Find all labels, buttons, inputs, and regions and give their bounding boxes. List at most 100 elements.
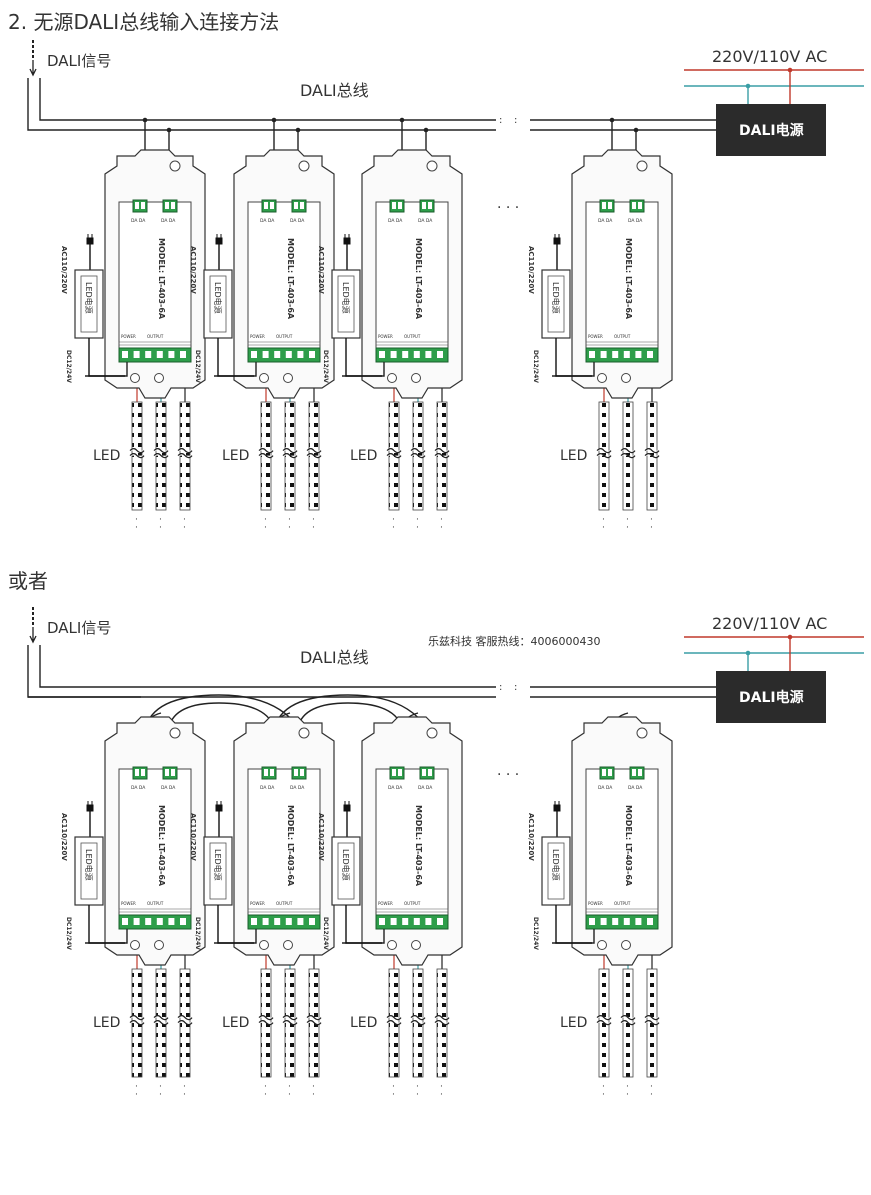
strip-continues: · (392, 1082, 395, 1092)
bus-continues: : (514, 682, 517, 693)
dali-bus-line (39, 78, 496, 121)
model-label: MODEL: LT-403-6A (157, 238, 166, 320)
strip-break (620, 1020, 636, 1026)
strip-break (434, 448, 450, 454)
signal-dots (32, 617, 34, 620)
terminal-marks: DA DA (131, 218, 146, 224)
plug-icon (343, 801, 351, 812)
terminal-screw (638, 202, 642, 209)
terminal-screw (168, 918, 175, 925)
controller-face (585, 768, 659, 926)
tag-frame (375, 341, 449, 346)
dali-signal-label: DALI信号 (47, 619, 111, 637)
dc-cable (345, 905, 382, 944)
signal-dots (32, 45, 34, 48)
controller-face (118, 768, 192, 926)
terminal-screw (141, 769, 145, 776)
terminal-screw (309, 351, 315, 358)
strip-continues: · (392, 523, 395, 533)
strip-break (306, 448, 322, 454)
strip-break (644, 1015, 660, 1021)
strip-break (153, 1015, 169, 1021)
strip-continues: · (602, 523, 605, 533)
strip-break (644, 448, 660, 454)
terminal-screw (589, 351, 595, 358)
dc-output-label: DC12/24V (322, 350, 329, 383)
mount-hole (636, 160, 648, 172)
terminal-screw (623, 351, 630, 358)
terminal-screw (623, 918, 630, 925)
terminal-screw (632, 769, 636, 776)
terminal-screw (602, 202, 606, 209)
output-tag: OUTPUT (404, 334, 421, 339)
dc-output-label: DC12/24V (532, 917, 539, 950)
junction-dot (295, 127, 301, 133)
strip-continues: · (602, 515, 605, 525)
dali-bus-line (27, 645, 496, 698)
ac-input-label: AC110/220V (189, 246, 197, 294)
mount-hole (130, 940, 140, 950)
terminal-screw (632, 202, 636, 209)
terminal-screw (264, 769, 268, 776)
strip-continues: · (159, 1082, 162, 1092)
led-driver-inner (209, 275, 227, 333)
terminal-screw (638, 769, 642, 776)
mount-hole (169, 727, 181, 739)
strip-break (129, 1020, 145, 1026)
terminal-screw (270, 202, 274, 209)
strip-break (410, 453, 426, 459)
strip-break (410, 448, 426, 454)
terminal-marks: DA DA (260, 218, 275, 224)
mount-hole (597, 940, 607, 950)
ac-input-label: AC110/220V (317, 246, 325, 294)
terminal-screw (141, 202, 145, 209)
ac-input-label: AC110/220V (60, 246, 68, 294)
mains-label: 220V/110V AC (712, 47, 827, 66)
mount-hole (283, 373, 293, 383)
terminal-screw (600, 351, 607, 358)
controller-face (247, 768, 321, 926)
dc-cable (555, 338, 592, 377)
model-label: MODEL: LT-403-6A (624, 238, 633, 320)
dc-output-label: DC12/24V (194, 350, 201, 383)
strip-continues: · (626, 1082, 629, 1092)
terminal-screw (274, 351, 281, 358)
terminal-screw (135, 769, 139, 776)
strip-break (258, 453, 274, 459)
terminal-screw (422, 202, 426, 209)
tag-frame (375, 908, 449, 913)
terminal-screw (180, 351, 186, 358)
strip-continues: · (602, 1082, 605, 1092)
terminal-marks: DA DA (131, 785, 146, 791)
terminal-screw (437, 351, 443, 358)
terminal-screw (145, 918, 152, 925)
dali-bus-label: DALI总线 (300, 81, 369, 100)
terminal-screw (647, 351, 653, 358)
strip-continues: · (650, 515, 653, 525)
daisy-chain-wire (144, 694, 299, 732)
strip-continues: · (440, 523, 443, 533)
strip-continues: · (135, 1090, 138, 1100)
junction-dot (423, 127, 429, 133)
terminal-screw (133, 918, 140, 925)
strip-continues: · (416, 523, 419, 533)
output-tag: OUTPUT (147, 334, 164, 339)
dc-cable (88, 338, 125, 377)
terminal-screw (398, 769, 402, 776)
dc-cable (345, 338, 382, 377)
power-tag: POWER (588, 334, 603, 339)
strip-continues: · (159, 523, 162, 533)
strip-break (596, 448, 612, 454)
plug-icon (215, 234, 223, 245)
led-driver-label: LED电源 (341, 849, 351, 881)
strip-continues: · (440, 515, 443, 525)
strip-break (306, 453, 322, 459)
strip-continues: · (159, 515, 162, 525)
terminal-screw (171, 202, 175, 209)
strip-continues: · (288, 515, 291, 525)
power-tag: POWER (250, 334, 265, 339)
signal-arrow (29, 60, 37, 77)
model-label: MODEL: LT-403-6A (624, 805, 633, 887)
